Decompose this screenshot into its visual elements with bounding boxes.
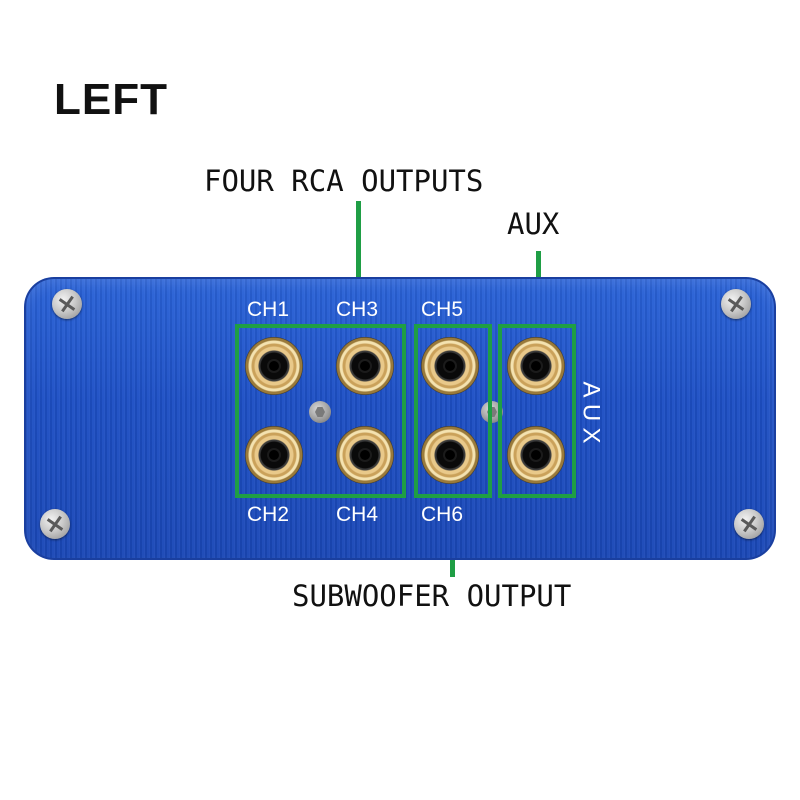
screw-icon [52,289,82,319]
rca-jack-ch6 [421,426,479,484]
screw-icon [40,509,70,539]
rca-jack-ch5 [421,337,479,395]
hex-nut-icon [481,401,503,423]
screw-icon [734,509,764,539]
rca-jack-aux-bottom [507,426,565,484]
rca-jack-aux-top [507,337,565,395]
rca-jack-ch3 [336,337,394,395]
callout-aux: AUX [507,207,560,241]
label-ch1: CH1 [247,298,290,321]
side-title: LEFT [54,75,168,124]
aux-vertical-label: A U X [577,378,605,447]
aux-letter-x: X [577,427,605,444]
label-ch2: CH2 [247,503,290,526]
highlight-box-four-rca [235,324,406,498]
rca-jack-ch2 [245,426,303,484]
screw-icon [721,289,751,319]
highlight-box-aux [498,324,576,498]
aux-letter-a: A [577,381,605,398]
label-ch4: CH4 [336,503,379,526]
label-ch3: CH3 [336,298,379,321]
hex-nut-icon [309,401,331,423]
rca-jack-ch1 [245,337,303,395]
leader-line-four-rca [356,201,361,326]
label-ch5: CH5 [421,298,464,321]
callout-subwoofer-output: SUBWOOFER OUTPUT [292,579,572,613]
callout-four-rca-outputs: FOUR RCA OUTPUTS [204,164,484,198]
highlight-box-subwoofer [414,324,492,498]
aux-letter-u: U [577,403,605,422]
rca-jack-ch4 [336,426,394,484]
label-ch6: CH6 [421,503,464,526]
